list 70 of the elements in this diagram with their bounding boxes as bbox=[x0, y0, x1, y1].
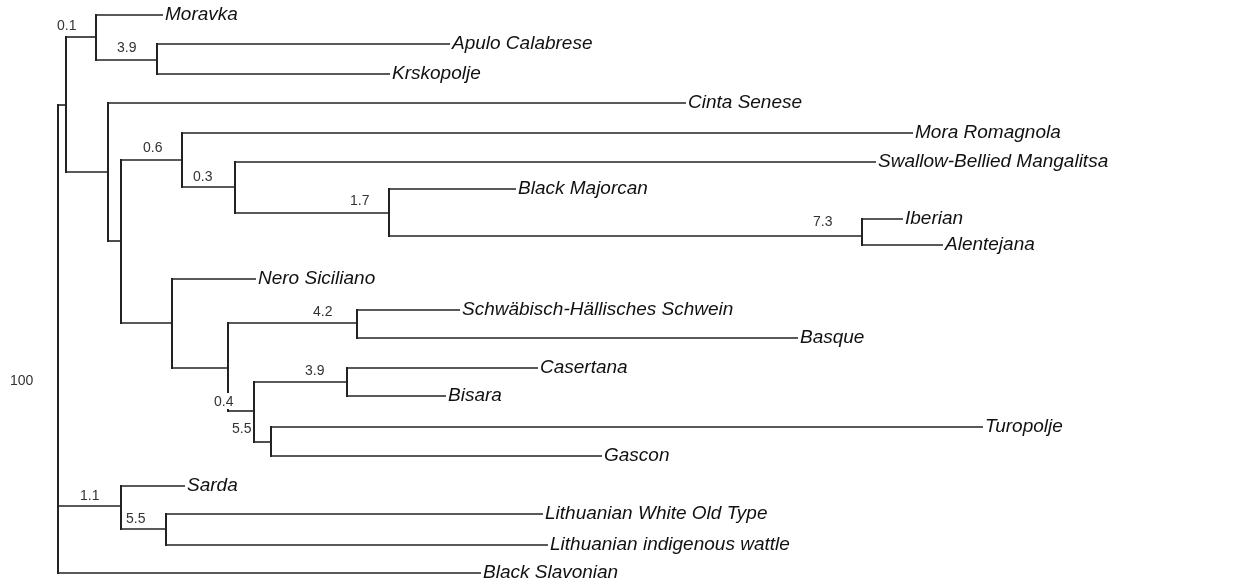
taxon-label: Alentejana bbox=[945, 233, 1035, 255]
taxon-label: Lithuanian indigenous wattle bbox=[550, 533, 790, 555]
taxon-label: Cinta Senese bbox=[688, 91, 803, 113]
taxon-label: Nero Siciliano bbox=[258, 267, 376, 289]
taxon-label: Black Slavonian bbox=[483, 561, 619, 583]
taxon-label: Basque bbox=[800, 326, 865, 348]
tree-branch bbox=[66, 171, 108, 173]
tree-branch bbox=[235, 161, 877, 163]
tree-branch bbox=[96, 59, 157, 61]
tree-branch bbox=[254, 381, 347, 383]
tree-branch bbox=[389, 188, 517, 190]
tree-branch bbox=[58, 104, 66, 106]
taxon-label: Swallow-Bellied Mangalitsa bbox=[878, 150, 1109, 172]
taxon-label: Casertana bbox=[540, 356, 628, 378]
tree-branch bbox=[121, 159, 182, 161]
support-value: 5.5 bbox=[232, 420, 252, 436]
tree-branch bbox=[182, 132, 914, 134]
tree-branch bbox=[862, 218, 904, 220]
tree-branch bbox=[389, 235, 862, 237]
tree-branch bbox=[182, 186, 235, 188]
tree-branch bbox=[66, 36, 96, 38]
tree-branch bbox=[121, 528, 166, 530]
support-value: 0.6 bbox=[143, 139, 163, 155]
tree-branch bbox=[228, 410, 254, 412]
tree-branch bbox=[96, 14, 164, 16]
taxon-label: Black Majorcan bbox=[518, 177, 648, 199]
taxon-label: Lithuanian White Old Type bbox=[545, 502, 768, 524]
taxon-label: Krskopolje bbox=[392, 62, 481, 84]
support-value: 0.3 bbox=[193, 168, 213, 184]
tree-branch bbox=[271, 455, 603, 457]
taxon-label: Moravka bbox=[165, 3, 238, 25]
tree-branch bbox=[157, 43, 451, 45]
taxon-label: Bisara bbox=[448, 384, 502, 406]
support-value: 7.3 bbox=[813, 213, 833, 229]
tree-branch bbox=[172, 278, 257, 280]
tree-branch bbox=[271, 426, 984, 428]
taxon-label: Sarda bbox=[187, 474, 238, 496]
taxon-label: Iberian bbox=[905, 207, 964, 229]
tree-branch bbox=[347, 395, 447, 397]
tree-branch bbox=[121, 322, 172, 324]
support-value: 0.4 bbox=[214, 393, 234, 409]
tree-branch bbox=[235, 212, 389, 214]
tree-branch bbox=[254, 441, 271, 443]
tree-branch bbox=[357, 337, 799, 339]
support-value: 4.2 bbox=[313, 303, 333, 319]
taxon-label: Gascon bbox=[604, 444, 670, 466]
taxon-label: Turopolje bbox=[985, 415, 1063, 437]
tree-branch bbox=[166, 513, 544, 515]
tree-branch bbox=[228, 322, 357, 324]
taxon-label: Mora Romagnola bbox=[915, 121, 1061, 143]
tree-branch bbox=[347, 367, 539, 369]
tree-branch bbox=[108, 102, 687, 104]
tree-branch bbox=[166, 544, 549, 546]
taxon-label: Apulo Calabrese bbox=[452, 32, 593, 54]
tree-branch bbox=[172, 367, 228, 369]
tree-branch bbox=[58, 572, 482, 574]
support-value: 3.9 bbox=[117, 39, 137, 55]
support-value: 5.5 bbox=[126, 510, 146, 526]
tree-branch bbox=[121, 485, 186, 487]
support-value: 1.7 bbox=[350, 192, 370, 208]
support-value: 0.1 bbox=[57, 17, 77, 33]
support-value: 3.9 bbox=[305, 362, 325, 378]
support-value: 100 bbox=[10, 372, 34, 388]
taxon-label: Schwäbisch-Hällisches Schwein bbox=[462, 298, 734, 320]
tree-branch bbox=[157, 73, 391, 75]
tree-branch bbox=[357, 309, 461, 311]
support-value: 1.1 bbox=[80, 487, 100, 503]
tree-branch bbox=[58, 505, 121, 507]
tree-branch bbox=[862, 244, 944, 246]
tree-branch bbox=[108, 240, 121, 242]
